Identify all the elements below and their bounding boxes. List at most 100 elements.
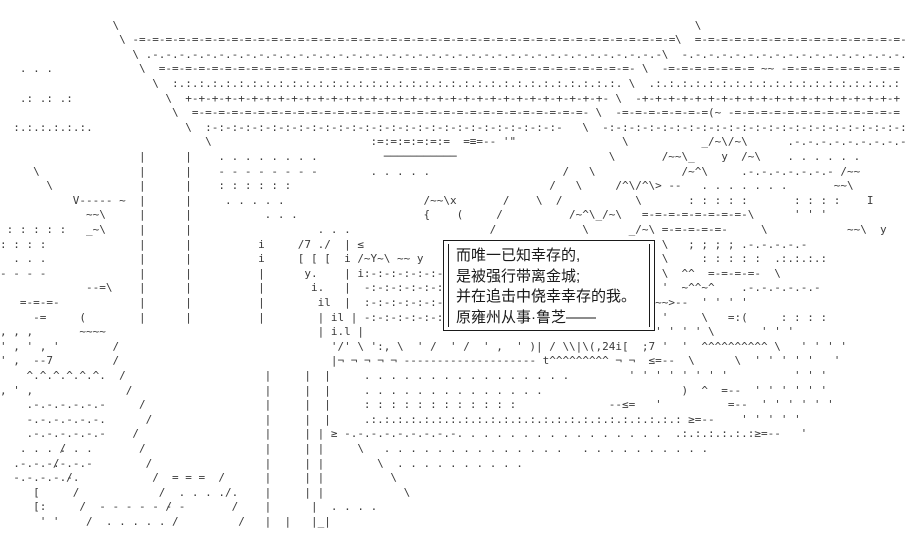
ascii-art-fragment: :.:.:.:.:.:.:.:.:.:.:.:.:.:.:.:.:.:.:.:.…: [172, 77, 623, 90]
ascii-art-fragment: |: [264, 427, 272, 441]
ascii-art-fragment: |: [264, 471, 272, 485]
ascii-art-fragment: _/~\: [628, 223, 656, 236]
ascii-art-fragment: |: [264, 383, 272, 397]
ascii-art-fragment: \: [774, 266, 781, 280]
ascii-art-fragment: ¬ ¬: [615, 354, 636, 368]
ascii-art-fragment: /: [112, 339, 120, 353]
ascii-art-fragment: \: [595, 106, 603, 120]
ascii-art-fragment: :-:-:-:-:-:-: [363, 266, 444, 280]
ascii-art-fragment: |: [185, 281, 192, 295]
ascii-art-fragment: :-:-:-:-:-:-:-:-:-:-:-:-:-:-:-:-:-:-:-:-…: [205, 120, 563, 134]
ascii-art-fragment: \: [688, 354, 695, 368]
ascii-art-fragment: _/~\/~\: [701, 135, 748, 149]
ascii-art-fragment: -+-+-+-+-+-+-+-+-+-+-+-+-+-+-+-+-+-+-+-+: [635, 91, 901, 105]
ascii-art-fragment: \\|\(,: [562, 339, 603, 353]
ascii-art-fragment: ~~\: [833, 179, 854, 193]
ascii-art-fragment: .:.:.:.:.:.:: [674, 427, 755, 441]
ascii-art-fragment: _~\: [86, 223, 106, 236]
ascii-art-fragment: /: [238, 515, 245, 528]
ascii-art-fragment: . . . . . . . . . . . . . . .: [469, 427, 669, 441]
ascii-art-fragment: : : : : :: [701, 252, 768, 266]
ascii-art-fragment: -.-.-.-.-.: [13, 471, 80, 485]
ascii-art-fragment: |: [264, 398, 272, 412]
ascii-art-fragment: ': [655, 398, 662, 412]
ascii-art-fragment: ~^^~^: [681, 281, 715, 295]
ascii-art-fragment: : : : : : :: [218, 179, 298, 193]
ascii-art-fragment: ' ' ': [794, 369, 828, 382]
ascii-art-fragment: ≥=--: [688, 412, 715, 426]
ascii-art-fragment: ; ; ; ;: [688, 237, 742, 251]
ascii-art-fragment: ' ' ' ' ': [754, 354, 821, 368]
ascii-art-fragment: . . .: [317, 223, 358, 236]
ascii-art-fragment: .-.-.-.-.-.-: [13, 456, 93, 470]
ascii-art-fragment: |: [304, 398, 311, 412]
ascii-art-fragment: /: [138, 442, 146, 455]
ascii-art-fragment: \: [621, 135, 629, 149]
ascii-art-fragment: . . . . . . . . . . . . . . . .: [363, 369, 576, 382]
ascii-art-fragment: |: [317, 471, 325, 485]
ascii-art-fragment: .-.-.-.-.-.-.-.-.-.-.-.-.-.-.-.-.-.-.-.-…: [145, 47, 663, 61]
ascii-art-fragment: .-.-.-.-.-.-.-.-.-: [787, 135, 907, 149]
ascii-art-fragment: /: [59, 442, 67, 455]
ascii-art-fragment: -----: [79, 193, 113, 207]
ascii-art-fragment: |: [138, 208, 146, 222]
ascii-art-fragment: ' ' ' ' ' ': [760, 398, 841, 412]
ascii-art-fragment: ^^: [681, 266, 695, 280]
ascii-art-fragment: |: [330, 354, 338, 368]
ascii-art-fragment: ': [833, 354, 841, 368]
ascii-art-fragment: :=:=:=:=:=:=: [370, 135, 451, 149]
ascii-art-fragment: |: [185, 266, 192, 280]
ascii-art-fragment: ~: [119, 193, 126, 207]
ascii-art-fragment: .-.-.-.-.-.-.-: [741, 164, 834, 178]
ascii-art-fragment: |: [317, 442, 325, 455]
ascii-art-fragment: /: [112, 354, 120, 368]
ascii-art-fragment: : : : :: [780, 310, 834, 324]
ascii-art-fragment: \: [152, 77, 159, 90]
ascii-art-fragment: /7 ./: [297, 237, 331, 251]
ascii-art-fragment: /: [502, 193, 510, 207]
ascii-art-fragment: \: [661, 252, 669, 266]
ascii-art-fragment: --≤=: [608, 398, 636, 412]
ascii-art-fragment: \: [397, 339, 404, 353]
ascii-art-fragment: ¬ ¬ ¬ ¬ ¬: [337, 354, 404, 368]
ascii-art-fragment: /~~\_: [661, 150, 695, 163]
ascii-art-fragment: -:-:-:-:-:-:-:-:-:-:-:-:-:-:-:-:-:-:-:-:…: [602, 120, 907, 134]
ascii-art-fragment: |: [185, 223, 192, 236]
ascii-art-fragment: \: [582, 223, 589, 236]
ascii-art-fragment: .-.-.-.-.-.-: [26, 398, 106, 412]
ascii-art-fragment: |: [138, 252, 146, 266]
ascii-art-fragment: ' ' ' ' ' ': [628, 325, 709, 339]
ascii-art-fragment: i.: [310, 281, 325, 295]
ascii-art-fragment: /: [158, 485, 166, 499]
ascii-art-fragment: \: [119, 33, 126, 47]
dialog-line-1: 而唯一已知幸存的,: [456, 247, 581, 264]
ascii-art-fragment: : : : : :: [688, 193, 755, 207]
ascii-art-fragment: ':,: [370, 339, 391, 353]
ascii-art-fragment: . . . . . . . . . .: [397, 456, 530, 470]
ascii-art-fragment: |: [357, 325, 364, 339]
ascii-art-fragment: . . . . .: [178, 485, 245, 499]
ascii-art-fragment: ): [681, 383, 689, 397]
ascii-art-fragment: |: [185, 208, 192, 222]
ascii-art-fragment: -=-=-=-=-=-=-=: [661, 62, 755, 76]
ascii-art-fragment: ' ' ' ' ': [741, 412, 808, 426]
ascii-art-fragment: \: [390, 471, 398, 485]
ascii-art-fragment: :.:.:.:.:.:.: [13, 120, 93, 134]
ascii-art-fragment: |: [317, 310, 325, 324]
ascii-art-fragment: : : : :: [0, 237, 53, 251]
ascii-art-fragment: --: [668, 179, 682, 193]
ascii-art-fragment: /~Y~\: [357, 252, 391, 266]
ascii-art-fragment: : : : :: [794, 193, 848, 207]
ascii-art-fragment: |: [304, 442, 311, 455]
ascii-art-fragment: \: [760, 223, 768, 236]
ascii-art-fragment: |: [258, 310, 265, 324]
ascii-art-fragment: |: [304, 383, 311, 397]
ascii-art-fragment: |: [264, 442, 272, 455]
ascii-art-fragment: |: [317, 325, 325, 339]
ascii-art-fragment: . . . . . .: [19, 442, 100, 455]
ascii-art-fragment: ≤=--: [648, 354, 675, 368]
ascii-art-fragment: [ [ [: [297, 252, 331, 266]
ascii-art-fragment: .:.:.:.:: [774, 252, 828, 266]
ascii-art-fragment: =-=-=-=-=-=-=-=-: [641, 208, 748, 222]
